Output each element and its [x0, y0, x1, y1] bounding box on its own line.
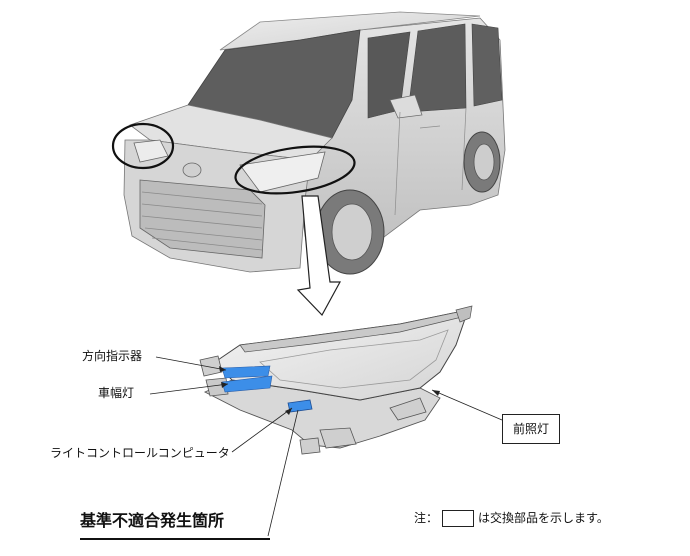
brand-emblem	[182, 162, 202, 178]
lens-inner-contour	[259, 329, 449, 389]
leader-position-lamp	[149, 383, 229, 395]
side-mirror	[389, 94, 423, 119]
headlamp-assembly-illustration	[199, 305, 473, 455]
leader-defect	[267, 409, 299, 537]
lamp-left-end	[199, 355, 223, 377]
leader-lines	[149, 356, 503, 537]
headlamp-right-small	[239, 151, 326, 193]
highlight-ellipse-right	[234, 145, 356, 195]
leader-turn-signal	[155, 356, 227, 371]
turn-signal-part	[221, 365, 271, 379]
legend-note: 注： は交換部品を示します。	[414, 510, 609, 527]
label-position-lamp: 車幅灯	[98, 386, 135, 400]
note-suffix: は交換部品を示します。	[478, 511, 609, 525]
defect-label-underline	[80, 538, 270, 540]
side-window-rear	[471, 23, 503, 107]
position-lamp-part	[221, 375, 273, 393]
leader-light-control	[231, 407, 293, 453]
light-control-computer-part	[287, 399, 313, 413]
replacement-part-legend-box	[442, 510, 475, 527]
lens-tip	[455, 305, 473, 323]
door-lines	[394, 107, 467, 216]
label-headlamp: 前照灯	[502, 414, 560, 444]
headlamp-left-small	[133, 139, 169, 163]
label-turn-signal: 方向指示器	[82, 349, 143, 363]
leader-arrowheads	[219, 366, 440, 415]
note-prefix: 注：	[414, 511, 439, 525]
grille-bars	[141, 191, 263, 251]
label-light-control-computer: ライトコントロールコンピュータ	[50, 446, 230, 460]
leader-headlamp	[431, 389, 503, 421]
label-defect-location: 基準不適合発生箇所	[80, 511, 225, 530]
pointer-arrow	[296, 195, 342, 317]
van-illustration	[123, 11, 506, 275]
lamp-brackets	[299, 397, 427, 455]
highlight-ellipse-left	[111, 122, 175, 170]
